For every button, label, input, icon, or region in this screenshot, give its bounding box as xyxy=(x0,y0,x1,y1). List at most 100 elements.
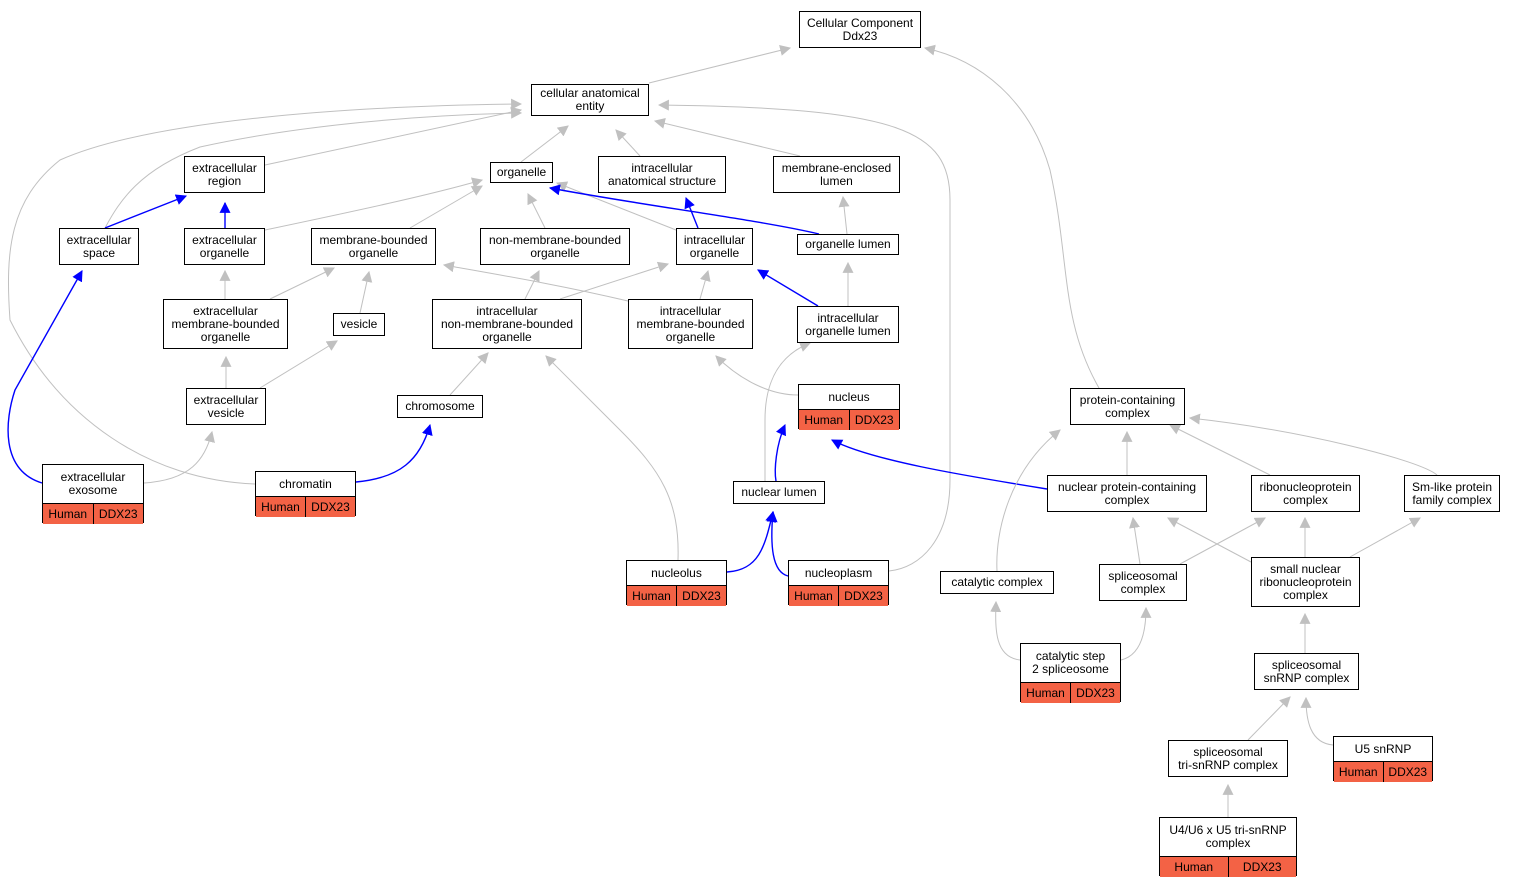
node-ol[interactable]: organelle lumen xyxy=(797,234,899,255)
edge-nlo-to-nl xyxy=(726,510,777,573)
edge-spc-to-rnp xyxy=(1179,517,1266,565)
edge-spc-to-npcc xyxy=(1129,516,1141,565)
edge-chrom-to-inmbo xyxy=(449,352,489,396)
node-label: chromatin xyxy=(279,476,332,491)
node-mbo[interactable]: membrane-bounded organelle xyxy=(311,228,436,265)
node-ves[interactable]: vesicle xyxy=(333,313,385,336)
node-label: intracellular anatomical structure xyxy=(607,160,717,188)
node-label: nucleus xyxy=(828,389,870,404)
edge-npcc-to-nuc xyxy=(831,439,1048,490)
node-snrnp[interactable]: small nuclear ribonucleoprotein complex xyxy=(1251,557,1360,607)
node-inmbo[interactable]: intracellular non-membrane-bounded organ… xyxy=(432,299,582,349)
node-org[interactable]: organelle xyxy=(490,162,553,183)
node-embo[interactable]: extracellular membrane-bounded organelle xyxy=(163,299,288,349)
node-label: cellular anatomical entity xyxy=(540,86,640,113)
node-label: U5 snRNP xyxy=(1354,741,1412,756)
annotation-gene: DDX23 xyxy=(838,586,888,606)
edge-imbo-to-io xyxy=(699,269,711,300)
edge-org-to-cae xyxy=(520,125,569,163)
edge-io-to-org xyxy=(555,181,677,231)
node-rnp[interactable]: ribonucleoprotein complex xyxy=(1251,475,1360,512)
node-iol[interactable]: intracellular organelle lumen xyxy=(797,306,899,343)
edge-inmbo-to-nmbo xyxy=(524,270,540,300)
edge-nmbo-to-org xyxy=(527,193,546,229)
node-imbo[interactable]: intracellular membrane-bounded organelle xyxy=(628,299,753,349)
node-pcc[interactable]: protein-containing complex xyxy=(1070,388,1185,425)
annotation-gene: DDX23 xyxy=(1227,857,1297,877)
node-ssnrnp[interactable]: spliceosomal snRNP complex xyxy=(1254,653,1359,690)
node-label: spliceosomal complex xyxy=(1108,568,1178,596)
edge-nlo-to-inmbo xyxy=(545,355,679,561)
node-nl[interactable]: nuclear lumen xyxy=(733,481,825,504)
node-label: protein-containing complex xyxy=(1079,392,1176,420)
annotation-gene: DDX23 xyxy=(848,410,900,430)
node-label: non-membrane-bounded organelle xyxy=(488,232,622,260)
node-label: organelle lumen xyxy=(805,237,891,251)
node-label: nucleoplasm xyxy=(804,565,873,580)
edge-ol-to-org xyxy=(548,184,820,235)
node-ias[interactable]: intracellular anatomical structure xyxy=(598,156,726,193)
node-tri[interactable]: spliceosomal tri-snRNP complex xyxy=(1168,740,1288,777)
node-io[interactable]: intracellular organelle xyxy=(676,228,753,265)
annotation-row: Human DDX23 xyxy=(789,585,888,606)
node-label: membrane-bounded organelle xyxy=(319,232,428,260)
node-label: nuclear lumen xyxy=(741,485,817,499)
edge-npl-to-nl xyxy=(766,510,789,577)
node-cc[interactable]: Cellular Component Ddx23 xyxy=(799,11,921,48)
node-label: spliceosomal snRNP complex xyxy=(1263,657,1350,685)
edge-ev-to-ves xyxy=(259,340,338,389)
edge-rnp-to-pcc xyxy=(1169,424,1271,476)
node-label: intracellular organelle lumen xyxy=(805,310,891,338)
edge-cat-to-pcc xyxy=(996,429,1061,572)
node-sml[interactable]: Sm-like protein family complex xyxy=(1404,475,1500,512)
edge-ol-to-mel xyxy=(838,195,850,235)
edge-snrnp-to-npcc xyxy=(1167,517,1252,563)
node-label: extracellular region xyxy=(192,160,257,188)
node-chrom[interactable]: chromosome xyxy=(397,395,483,418)
annotation-gene: DDX23 xyxy=(1070,683,1120,703)
edge-es-to-cae xyxy=(104,107,523,229)
node-eo[interactable]: extracellular organelle xyxy=(184,228,265,265)
edge-iol-to-io xyxy=(757,269,819,307)
node-nmbo[interactable]: non-membrane-bounded organelle xyxy=(480,228,630,265)
node-label: organelle xyxy=(496,165,547,179)
node-es[interactable]: extracellular space xyxy=(59,228,139,265)
edge-mbo-to-org xyxy=(409,185,483,229)
node-label: chromosome xyxy=(405,399,475,413)
node-label: extracellular exosome xyxy=(60,470,126,497)
annotation-species: Human xyxy=(804,412,844,427)
node-npcc[interactable]: nuclear protein-containing complex xyxy=(1047,475,1207,512)
node-mel[interactable]: membrane-enclosed lumen xyxy=(773,156,900,193)
node-ev[interactable]: extracellular vesicle xyxy=(186,388,266,425)
node-label: catalytic complex xyxy=(951,575,1043,589)
node-spc[interactable]: spliceosomal complex xyxy=(1099,564,1187,601)
node-cat[interactable]: catalytic complex xyxy=(940,571,1054,594)
edge-chr-to-chrom xyxy=(355,423,433,483)
node-label: nucleolus xyxy=(651,565,702,580)
node-label: spliceosomal tri-snRNP complex xyxy=(1178,744,1278,772)
annotation-gene: DDX23 xyxy=(305,497,355,517)
node-er[interactable]: extracellular region xyxy=(184,156,265,193)
edge-cae-to-cc xyxy=(648,45,792,84)
edge-sml-to-pcc xyxy=(1188,413,1438,476)
node-cae[interactable]: cellular anatomical entity xyxy=(531,84,649,116)
node-label: catalytic step 2 spliceosome xyxy=(1032,649,1109,676)
node-label: extracellular vesicle xyxy=(193,392,259,420)
annotation-species: Human xyxy=(632,588,671,603)
annotation-species: Human xyxy=(1338,764,1378,779)
node-label: small nuclear ribonucleoprotein complex xyxy=(1259,561,1352,602)
edge-imbo-to-mbo xyxy=(442,261,629,302)
annotation-species: Human xyxy=(794,588,833,603)
